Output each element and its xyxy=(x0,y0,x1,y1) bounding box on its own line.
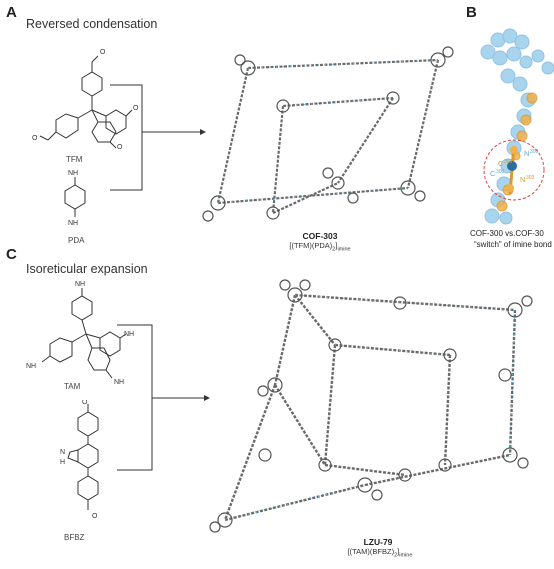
panel-b-c300-sup: 300 xyxy=(496,169,505,175)
cof303-framework xyxy=(202,46,454,222)
panel-a-title: Reversed condensation xyxy=(26,17,158,31)
panel-b-n300-sup: 300 xyxy=(530,149,539,155)
tfm-o-left: O xyxy=(32,135,38,142)
lzu79-formula-bracket: ] xyxy=(397,547,400,556)
pda-structure: NH NH xyxy=(64,170,86,227)
panel-b-caption-line2: “switch” of imine bond xyxy=(474,240,552,249)
tfm-o-right: O xyxy=(133,105,139,112)
tfm-structure: O O O O xyxy=(32,49,139,150)
pda-nh2-bottom: NH xyxy=(68,220,78,227)
tam-label: TAM xyxy=(64,382,81,391)
lzu79-name: LZU-79 xyxy=(363,537,393,547)
tam-structure: NH NH NH NH xyxy=(26,281,134,386)
lzu79-formula: [(TAM)(BFBZ)2]imine xyxy=(325,547,435,559)
tfm-label: TFM xyxy=(66,155,83,164)
cof303-formula-pre: [(TFM)(PDA) xyxy=(289,241,333,250)
cof303-formula-bracket: ] xyxy=(335,241,338,250)
pda-nh2-top: NH xyxy=(68,170,78,177)
cof303-formula-sub: imine xyxy=(337,246,351,253)
panel-b-caption-line1: COF-300 vs.COF-30 xyxy=(470,229,544,238)
lzu79-framework xyxy=(209,279,533,533)
reaction-arrow-a xyxy=(110,84,206,191)
panel-b-letter: B xyxy=(466,4,477,21)
bfbz-o-top: O xyxy=(82,400,88,406)
reaction-arrow-c xyxy=(117,324,210,471)
cof303-formula-n: 2 xyxy=(332,246,336,253)
panel-b-n300: N xyxy=(524,149,529,158)
bfbz-h: H xyxy=(60,459,65,466)
lzu79-formula-n: 2 xyxy=(394,552,398,559)
panel-c-letter: C xyxy=(6,246,17,263)
panel-b-c303-sup: 303 xyxy=(504,159,513,165)
panel-b-overlay: C N C N 300 300 303 303 xyxy=(480,28,554,225)
lzu79-formula-pre: [(TAM)(BFBZ) xyxy=(347,547,395,556)
tfm-o-top: O xyxy=(100,49,106,56)
pda-label: PDA xyxy=(68,236,85,245)
panel-b-c303: C xyxy=(498,159,504,168)
tam-nh2-left: NH xyxy=(26,363,36,370)
panel-b-n303-sup: 303 xyxy=(526,175,535,181)
cof303-formula: [(TFM)(PDA)2]imine xyxy=(270,241,370,253)
cof303-name: COF-303 xyxy=(302,231,338,241)
lzu79-formula-sub: imine xyxy=(399,552,413,559)
tam-nh2-right: NH xyxy=(124,331,134,338)
bfbz-structure: O N H O xyxy=(60,400,99,520)
bfbz-n-1: N xyxy=(60,449,65,456)
bfbz-o-bottom: O xyxy=(92,513,98,520)
panel-c-title: Isoreticular expansion xyxy=(26,262,148,276)
panel-b-n303: N xyxy=(520,175,525,184)
bfbz-label: BFBZ xyxy=(64,533,85,542)
tam-nh2-top: NH xyxy=(75,281,85,288)
panel-b-c300: C xyxy=(490,169,496,178)
panel-a-letter: A xyxy=(6,4,17,21)
tam-nh2-front: NH xyxy=(114,379,124,386)
tfm-o-front: O xyxy=(117,144,123,150)
